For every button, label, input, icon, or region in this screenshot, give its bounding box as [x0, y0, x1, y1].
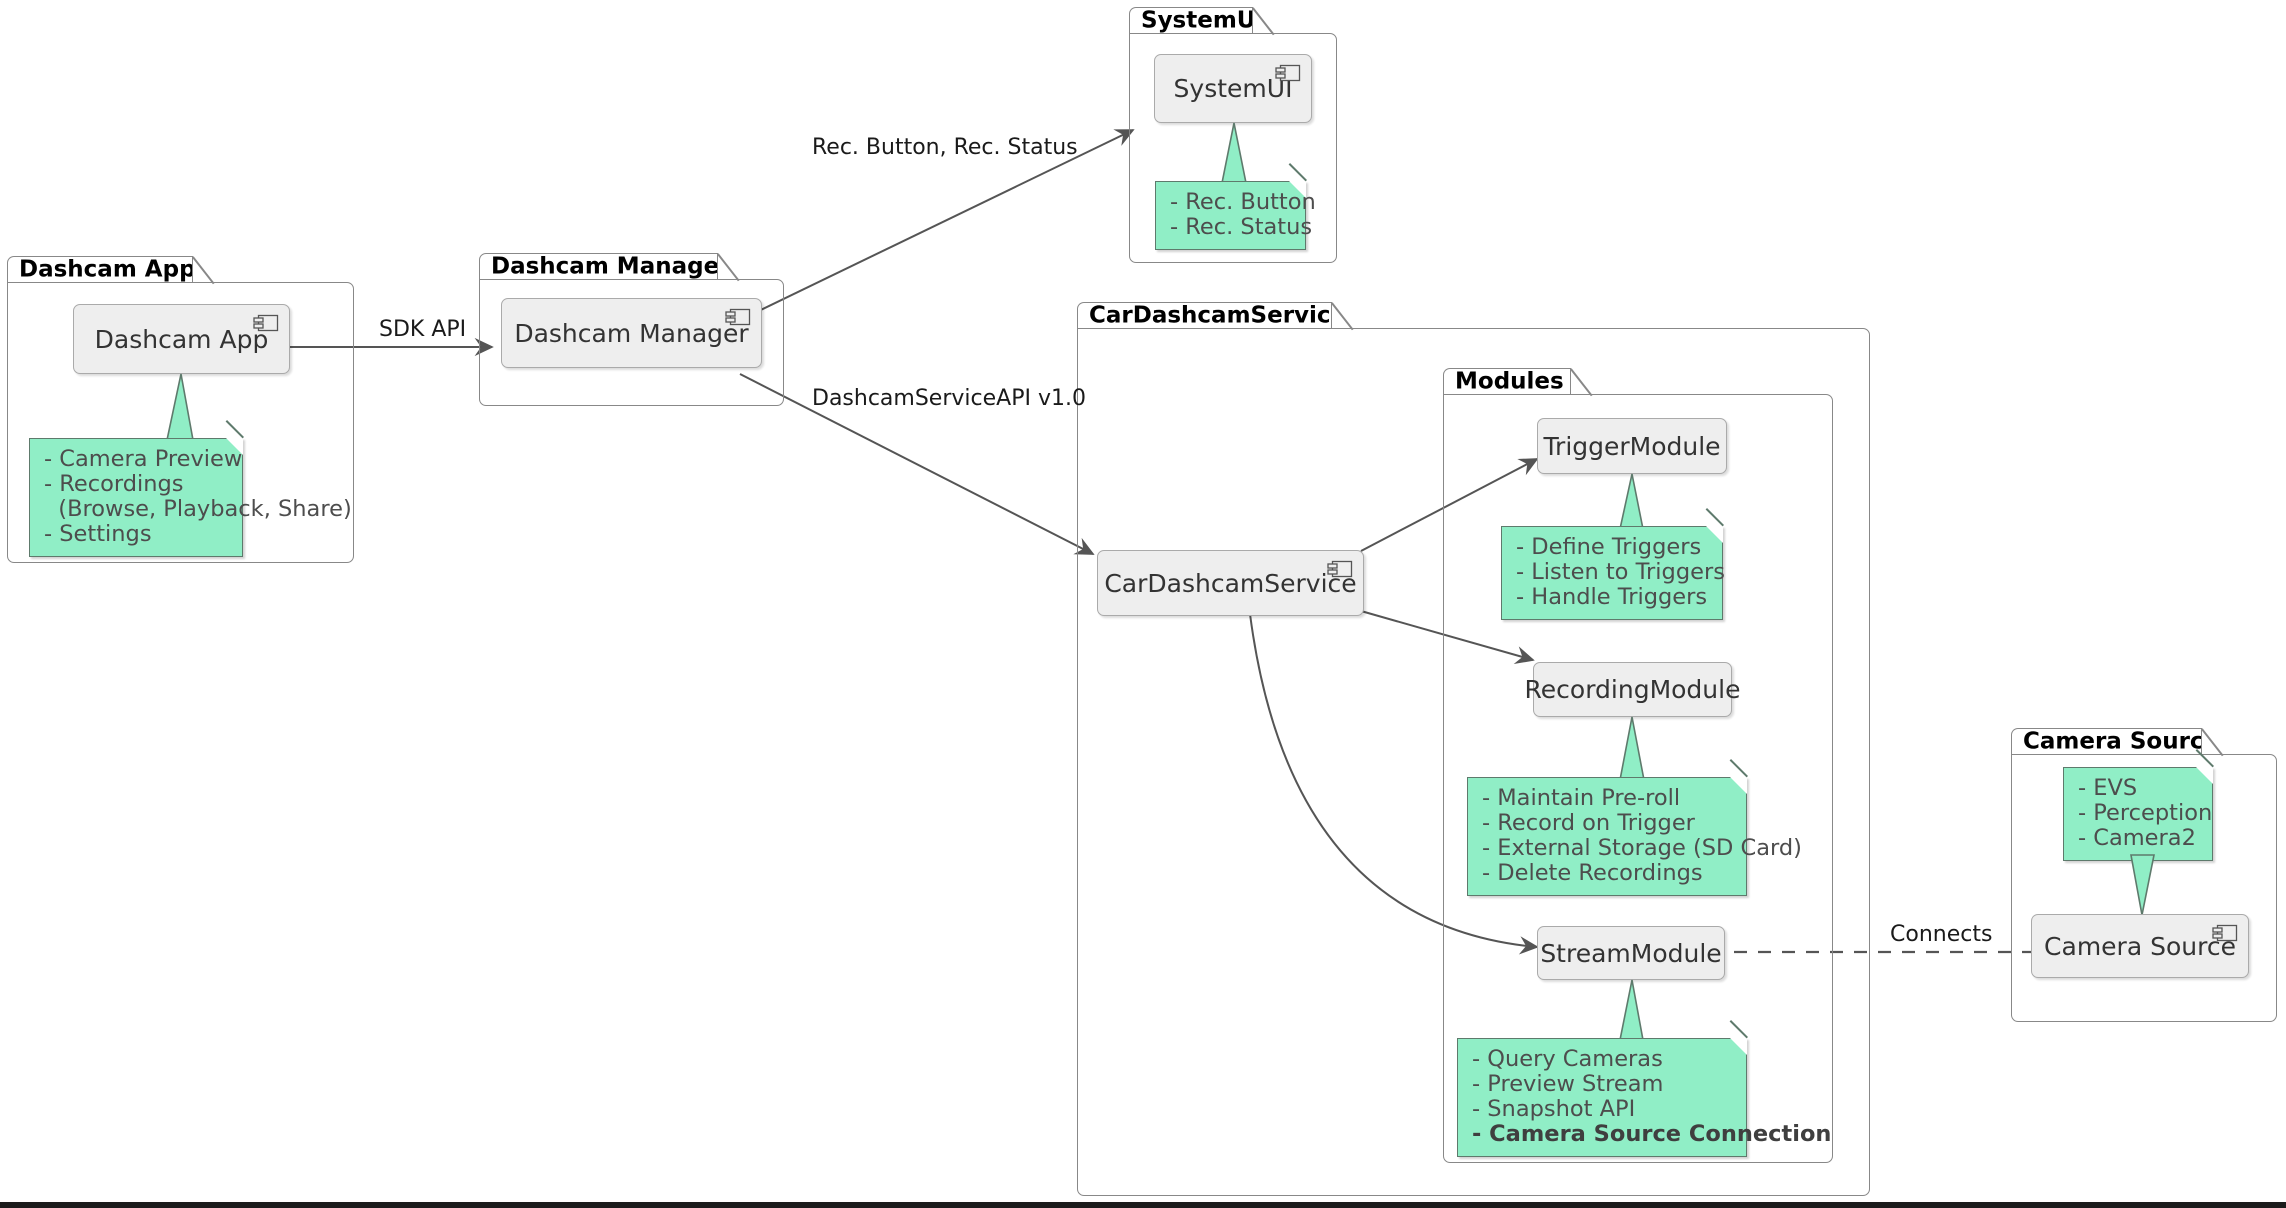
component-icon [1275, 64, 1301, 82]
note-fold-icon [1730, 777, 1747, 794]
note-line: - Recordings [44, 471, 184, 497]
note-line: (Browse, Playback, Share) [44, 496, 352, 522]
component-dashcam-app[interactable]: Dashcam App [73, 304, 290, 374]
package-tab: Dashcam Manager [479, 253, 718, 280]
component-streammodule[interactable]: StreamModule [1537, 926, 1725, 980]
package-tab: Dashcam App [7, 256, 193, 283]
note-streammodule: - Query Cameras - Preview Stream - Snaps… [1457, 1020, 1832, 1157]
package-tab-bevel [717, 253, 740, 282]
note-fold-icon [1730, 1038, 1747, 1055]
package-body [1443, 394, 1833, 1163]
note-line: - Settings [44, 521, 152, 547]
package-tab: SystemUI [1129, 7, 1253, 34]
component-label: TriggerModule [1543, 431, 1721, 461]
edge-label-sdk-api: SDK API [379, 317, 467, 342]
note-line: - Camera Preview [44, 446, 243, 472]
package-camera-source: Camera Source - EVS - Perception - Camer… [2011, 728, 2277, 1022]
package-tab-bevel [1331, 302, 1354, 331]
package-label: Dashcam Manager [491, 253, 718, 280]
note-line: - Maintain Pre-roll [1482, 785, 1681, 811]
component-label: Camera Source [2044, 931, 2236, 961]
note-line: - Record on Trigger [1482, 810, 1695, 836]
note-line: - Preview Stream [1472, 1071, 1664, 1097]
note-camera-source: - EVS - Perception - Camera2 [2063, 749, 2214, 861]
note-dashcam-app: - Camera Preview - Recordings (Browse, P… [29, 420, 352, 557]
note-triggermodule: - Define Triggers - Listen to Triggers -… [1501, 508, 1725, 620]
component-cardashcamservice[interactable]: CarDashcamService [1097, 550, 1364, 616]
note-fold-icon [1706, 526, 1723, 543]
note-line: - Delete Recordings [1482, 860, 1703, 886]
package-modules: Modules TriggerModule - Define Triggers … [1443, 368, 1833, 1163]
package-body [1129, 33, 1337, 263]
component-systemui[interactable]: SystemUI [1154, 54, 1312, 123]
package-label: CarDashcamService [1089, 302, 1332, 329]
note-line: - EVS [2078, 775, 2138, 801]
component-label: CarDashcamService [1104, 568, 1357, 598]
component-recordingmodule[interactable]: RecordingModule [1525, 662, 1740, 717]
component-label: Dashcam Manager [514, 318, 749, 348]
package-tab: Camera Source [2011, 728, 2202, 755]
note-line: - Rec. Button [1170, 189, 1316, 215]
component-label: SystemUI [1173, 74, 1293, 103]
note-systemui: - Rec. Button - Rec. Status [1155, 163, 1316, 250]
package-label: Dashcam App [19, 256, 193, 283]
component-icon [253, 314, 279, 332]
note-recordingmodule: - Maintain Pre-roll - Record on Trigger … [1467, 759, 1802, 896]
package-label: SystemUI [1141, 7, 1253, 34]
edge-label-connects: Connects [1890, 922, 1993, 947]
package-label: Camera Source [2023, 728, 2202, 755]
note-line: - Camera Source Connection [1472, 1121, 1832, 1147]
package-label: Modules [1455, 368, 1564, 395]
package-body [2011, 754, 2277, 1022]
component-dashcam-manager[interactable]: Dashcam Manager [501, 298, 762, 368]
note-line: - Query Cameras [1472, 1046, 1663, 1072]
package-body [7, 282, 354, 563]
component-label: StreamModule [1540, 938, 1722, 968]
note-anchor-camera-source [2130, 854, 2155, 916]
note-fold-icon [1289, 181, 1306, 198]
package-cardashcamservice: CarDashcamService CarDashcamService Modu… [1077, 302, 1870, 1196]
note-fold-icon [226, 438, 243, 455]
package-dashcam-manager: Dashcam Manager Dashcam Manager [479, 253, 784, 406]
note-line: - Snapshot API [1472, 1096, 1636, 1122]
package-tab: CarDashcamService [1077, 302, 1332, 329]
package-tab: Modules [1443, 368, 1571, 395]
note-line: - Camera2 [2078, 825, 2196, 851]
package-body [1077, 328, 1870, 1196]
note-line: - Handle Triggers [1516, 584, 1708, 610]
edge-label-dashcamserviceapi: DashcamServiceAPI v1.0 [812, 386, 1086, 411]
edge-label-rec-button-status: Rec. Button, Rec. Status [812, 135, 1078, 160]
note-line: - Perception [2078, 800, 2213, 826]
note-line: - Define Triggers [1516, 534, 1702, 560]
note-line: - Rec. Status [1170, 214, 1313, 240]
component-icon [725, 308, 751, 326]
component-label: RecordingModule [1524, 675, 1741, 704]
package-systemui: SystemUI SystemUI - Rec. Button - Rec. S… [1129, 7, 1337, 263]
package-body [479, 279, 784, 406]
component-triggermodule[interactable]: TriggerModule [1537, 418, 1727, 474]
package-dashcam-app: Dashcam App Dashcam App - Camera Preview… [7, 256, 354, 563]
component-camera-source[interactable]: Camera Source [2031, 914, 2249, 978]
note-fold-icon [2196, 767, 2213, 784]
component-icon [1327, 560, 1353, 578]
component-icon [2212, 924, 2238, 942]
component-label: Dashcam App [94, 324, 269, 354]
page-bottom-edge [0, 1202, 2286, 1208]
